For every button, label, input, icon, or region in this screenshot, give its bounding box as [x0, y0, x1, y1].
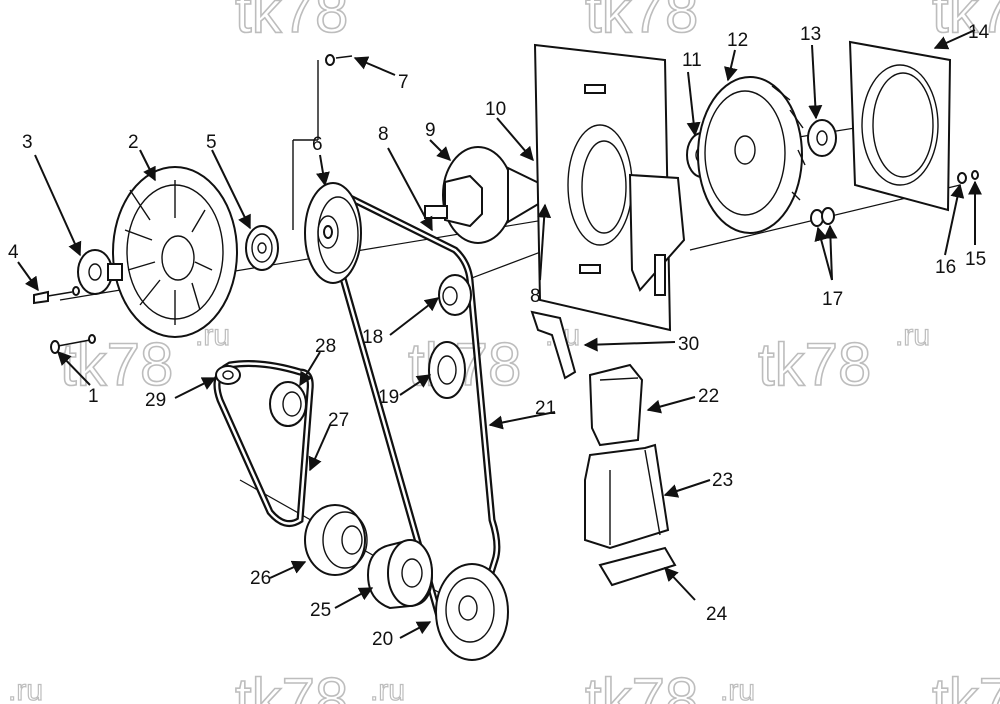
hub-part-3 — [77, 249, 123, 295]
bearing-housing-part-9 — [424, 146, 560, 244]
callout-21: 21 — [535, 398, 556, 419]
idler-part-18 — [438, 274, 472, 316]
screws-part-1 — [50, 334, 96, 354]
callout-29: 29 — [145, 390, 166, 411]
blower-wheel-left — [112, 166, 238, 338]
watermark-suffix: .ru — [370, 674, 405, 704]
guard-part-23 — [584, 443, 670, 550]
watermark-text: tk78 — [235, 0, 348, 45]
callout-22: 22 — [698, 386, 719, 407]
callout-8-upper: 8 — [378, 124, 389, 145]
watermark-text: tk78 — [585, 666, 698, 704]
callout-12: 12 — [727, 30, 748, 51]
callout-labels: 3 2 5 4 1 6 7 8 9 10 11 12 13 14 15 16 1… — [8, 22, 990, 650]
pulley-part-5 — [245, 225, 279, 271]
callout-18: 18 — [362, 327, 383, 348]
watermark-text: tk78 — [932, 666, 1000, 704]
idler-part-19 — [428, 341, 466, 399]
callout-6: 6 — [312, 134, 323, 155]
callout-19: 19 — [378, 387, 399, 408]
callout-9: 9 — [425, 120, 436, 141]
watermark-suffix: .ru — [8, 674, 43, 704]
pulley-part-28 — [269, 381, 307, 427]
watermark-text: tk78 — [60, 331, 173, 398]
bolt-part-4 — [33, 286, 80, 305]
mounting-plate-part-10 — [533, 43, 686, 332]
roller-part-29 — [215, 365, 241, 385]
callout-4: 4 — [8, 242, 19, 263]
watermark-text: tk78 — [758, 331, 871, 398]
callout-3: 3 — [22, 132, 33, 153]
pulley-part-6 — [304, 182, 362, 284]
watermark-text: tk78 — [585, 0, 698, 45]
callout-7: 7 — [398, 72, 409, 93]
callout-10: 10 — [485, 99, 506, 120]
blower-wheel-right — [697, 76, 806, 234]
washers-part-15-16-17 — [810, 170, 979, 227]
callout-15: 15 — [965, 249, 986, 270]
leader-lines — [17, 29, 982, 639]
callout-5: 5 — [206, 132, 217, 153]
callout-16: 16 — [935, 257, 956, 278]
hub-part-13 — [807, 119, 837, 157]
callout-20: 20 — [372, 629, 393, 650]
base-bracket-part-24 — [598, 546, 677, 587]
callout-2: 2 — [128, 132, 139, 153]
fastener-part-7 — [325, 54, 353, 66]
callout-30: 30 — [678, 334, 699, 355]
callout-26: 26 — [250, 568, 271, 589]
watermark-text: tk78 — [235, 666, 348, 704]
bracket-part-30 — [530, 310, 577, 380]
callout-24: 24 — [706, 604, 728, 625]
callout-17: 17 — [822, 289, 843, 310]
pulley-part-26 — [304, 504, 368, 576]
watermark-text: tk78 — [932, 0, 1000, 45]
pulley-part-20 — [435, 563, 509, 661]
callout-25: 25 — [310, 600, 331, 621]
callout-13: 13 — [800, 24, 821, 45]
callout-11: 11 — [682, 50, 702, 71]
callout-27: 27 — [328, 410, 349, 431]
callout-8-lower: 8 — [530, 286, 541, 307]
callout-28: 28 — [315, 336, 336, 357]
callout-1: 1 — [88, 386, 99, 407]
callout-14: 14 — [968, 22, 990, 43]
drum-part-25 — [366, 538, 434, 610]
cover-part-22 — [588, 363, 644, 447]
housing-frame-part-14 — [848, 40, 952, 212]
watermark-suffix: .ru — [895, 319, 930, 352]
drive-belt-27 — [213, 360, 314, 528]
callout-23: 23 — [712, 470, 733, 491]
watermark-layer: tk78 tk78 tk78 tk78 .ru tk78 .ru tk78 .r… — [7, 0, 1000, 704]
watermark-suffix: .ru — [720, 674, 755, 704]
